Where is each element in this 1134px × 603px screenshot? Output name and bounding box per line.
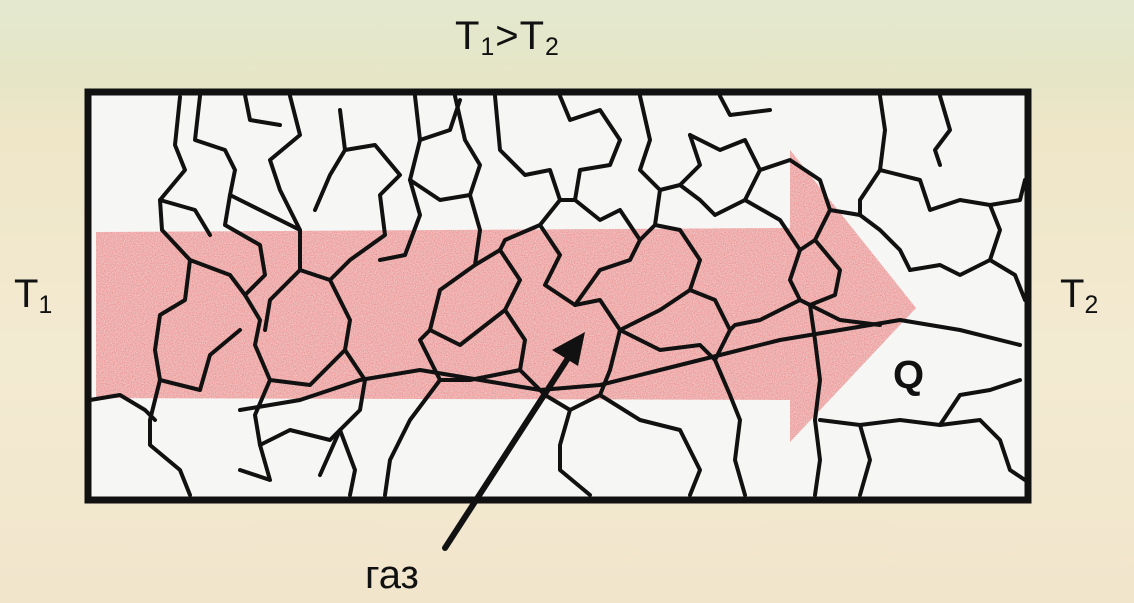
gas-label: газ (365, 553, 419, 598)
hot-side-temperature-label: T1 (14, 272, 52, 320)
cold-side-temperature-label: T2 (1060, 272, 1098, 320)
heat-flow-label: Q (893, 353, 924, 398)
temperature-relation-label: T1>T2 (455, 14, 560, 62)
